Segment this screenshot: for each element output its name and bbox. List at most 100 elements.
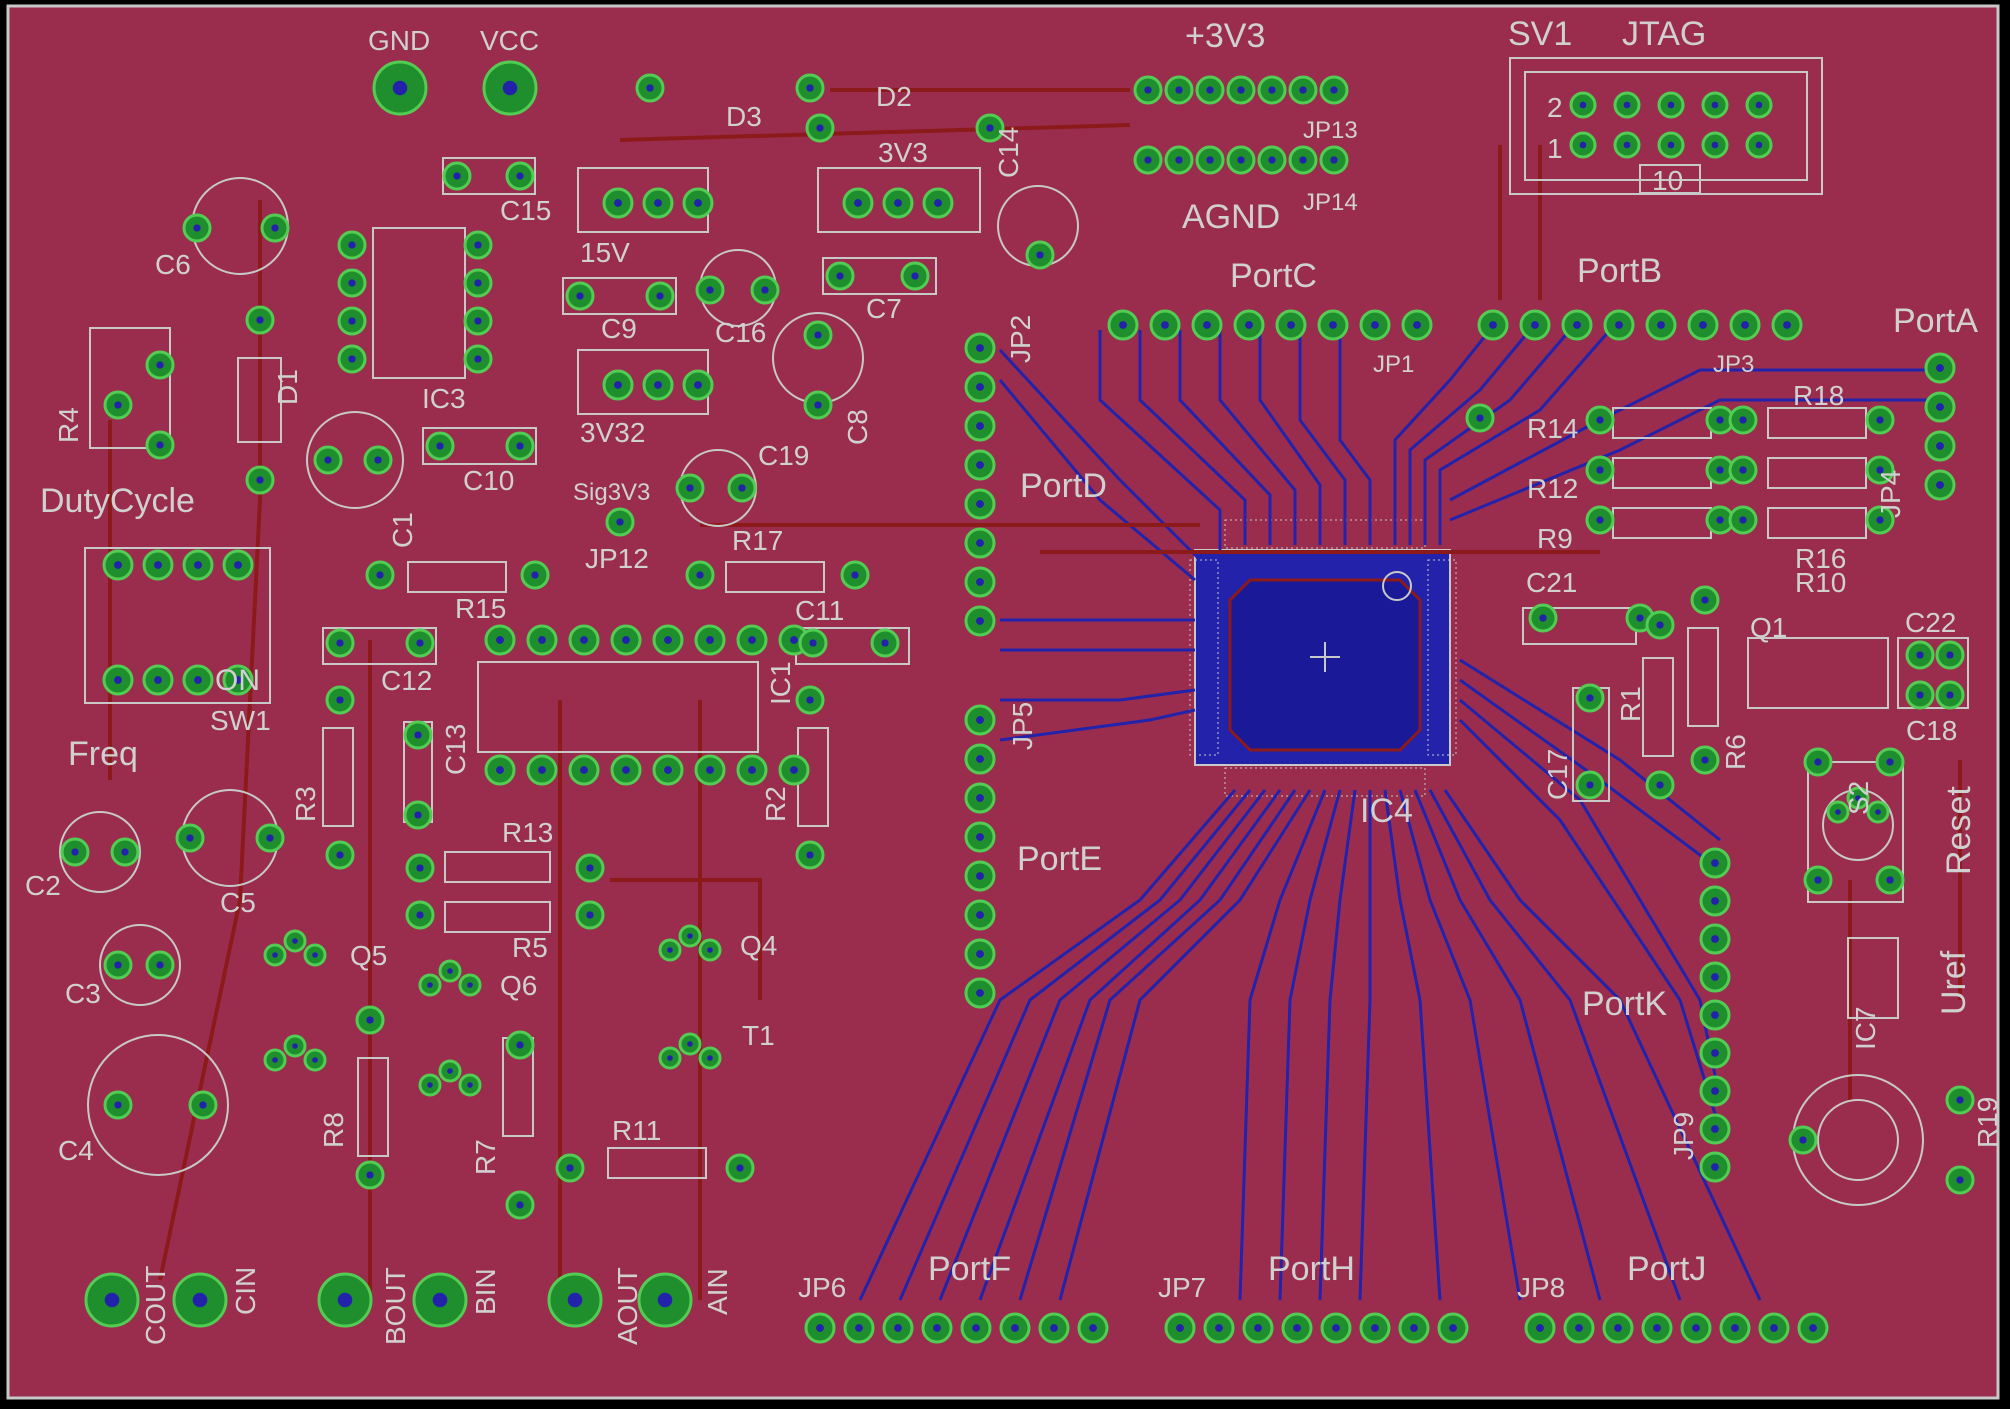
- c13-label: C13: [440, 724, 471, 775]
- pad-drill: [580, 636, 588, 644]
- r2-label: R2: [760, 786, 791, 822]
- pad-drill: [414, 811, 422, 819]
- bout-label: BOUT: [380, 1267, 411, 1345]
- pad-drill: [790, 636, 798, 644]
- pad-drill: [1692, 1324, 1700, 1332]
- pad-drill: [376, 571, 384, 579]
- bottom-traces: [858, 329, 1930, 1301]
- pad-drill: [654, 381, 662, 389]
- pad-drill: [1623, 141, 1631, 149]
- pad-drill: [1536, 1324, 1544, 1332]
- porte-label: PortE: [1017, 840, 1102, 878]
- pad-drill: [538, 636, 546, 644]
- pad-drill: [972, 1324, 980, 1332]
- pad-drill: [1711, 1087, 1719, 1095]
- ic4-pins-bottom: [1224, 767, 1426, 797]
- pad-drill: [1855, 795, 1861, 801]
- jp3-label: JP3: [1713, 351, 1754, 378]
- pad-drill: [809, 639, 817, 647]
- pad-drill: [1299, 86, 1307, 94]
- pad-drill: [1573, 321, 1581, 329]
- pad-drill: [1653, 1324, 1661, 1332]
- pad-drill: [976, 500, 984, 508]
- d2-label: D2: [876, 81, 912, 112]
- r6-label: R6: [1720, 734, 1751, 770]
- pad-drill: [416, 864, 424, 872]
- pad-drill: [194, 561, 202, 569]
- r17-label: R17: [732, 525, 783, 556]
- r14-label: R14: [1527, 413, 1578, 444]
- pad-drill: [686, 484, 694, 492]
- pad-drill: [894, 1324, 902, 1332]
- r1-label: R1: [1615, 686, 1646, 722]
- pad-drill: [1711, 101, 1719, 109]
- pad-drill: [416, 639, 424, 647]
- c11-label: C11: [795, 595, 844, 626]
- d1-label: D1: [272, 369, 303, 405]
- c2-label: C2: [25, 870, 61, 901]
- q5-label: Q5: [350, 940, 387, 971]
- porta-label: PortA: [1893, 302, 1978, 340]
- pad-drill: [467, 982, 473, 988]
- c14-label: C14: [993, 127, 1024, 178]
- pad-drill: [986, 124, 994, 132]
- pad-drill: [1176, 1324, 1184, 1332]
- jp5-label: JP5: [1007, 702, 1038, 750]
- pad-drill: [256, 476, 264, 484]
- ic3-label: IC3: [422, 383, 466, 414]
- top-traces: [108, 88, 1962, 1300]
- pad-drill: [657, 1292, 673, 1308]
- pad-drill: [1739, 516, 1747, 524]
- uref-label: Uref: [1935, 950, 1973, 1015]
- pad-drill: [366, 1171, 374, 1179]
- pad-drill: [1916, 691, 1924, 699]
- pad-drill: [114, 401, 122, 409]
- jp13-label: JP13: [1303, 117, 1358, 144]
- pad-drill: [1268, 86, 1276, 94]
- pad-drill: [1287, 321, 1295, 329]
- pad-drill: [664, 636, 672, 644]
- pad-drill: [566, 1164, 574, 1172]
- bin-label: BIN: [470, 1268, 501, 1315]
- ic4-chip[interactable]: [1189, 519, 1457, 797]
- pad-drill: [1050, 1324, 1058, 1332]
- pad-drill: [156, 961, 164, 969]
- pad-drill: [272, 952, 278, 958]
- pad-drill: [1476, 414, 1484, 422]
- pad-drill: [312, 1057, 318, 1063]
- pad-drill: [348, 355, 356, 363]
- pad-drill: [474, 317, 482, 325]
- pad-drill: [814, 401, 822, 409]
- pad-drill: [292, 1043, 298, 1049]
- pad-drill: [1161, 321, 1169, 329]
- pad-drill: [1489, 321, 1497, 329]
- board-outline: [6, 4, 2000, 1400]
- pad-drill: [976, 461, 984, 469]
- pad-drill: [667, 947, 673, 953]
- pad-drill: [154, 676, 162, 684]
- pad-drill: [976, 794, 984, 802]
- sig3v3-label: Sig3V3: [573, 479, 650, 506]
- sv1-label: SV1: [1508, 15, 1572, 53]
- pad-drill: [894, 199, 902, 207]
- q6-label: Q6: [500, 970, 537, 1001]
- pad-drill: [414, 731, 422, 739]
- pad-drill: [707, 1055, 713, 1061]
- q1-label: Q1: [1750, 612, 1787, 643]
- pad-drill: [567, 1292, 583, 1308]
- pad-drill: [312, 952, 318, 958]
- pad-drill: [1916, 651, 1924, 659]
- c1-label: C1: [387, 512, 418, 548]
- portc-label: PortC: [1230, 257, 1317, 295]
- pad-drill: [234, 676, 242, 684]
- pad-drill: [1410, 1324, 1418, 1332]
- pad-drill: [1755, 141, 1763, 149]
- pad-drill: [192, 1292, 208, 1308]
- r4-label: R4: [53, 407, 84, 443]
- agnd-label: AGND: [1182, 198, 1280, 236]
- pad-drill: [1876, 516, 1884, 524]
- c19-label: C19: [758, 440, 809, 471]
- pad-drill: [1206, 86, 1214, 94]
- portb-label: PortB: [1577, 252, 1662, 290]
- pad-drill: [816, 1324, 824, 1332]
